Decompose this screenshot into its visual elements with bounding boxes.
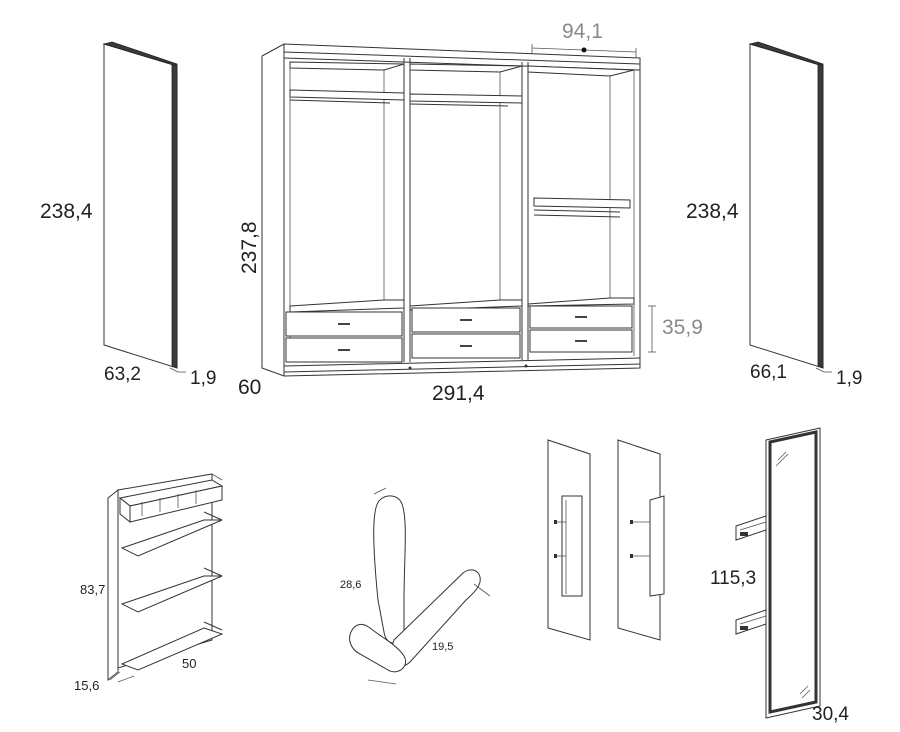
door-panel-right <box>748 41 832 373</box>
rail-panel-right <box>617 439 665 641</box>
door-right-height-label: 238,4 <box>686 200 739 223</box>
mirror-width-label: 30,4 <box>812 704 849 725</box>
wardrobe-body <box>261 43 641 377</box>
hanger-length-label: 28,6 <box>340 579 361 591</box>
drawer-height-dimension <box>648 305 656 353</box>
rail-panel-left <box>547 439 591 641</box>
shoe-rack-depth-label: 15,6 <box>74 678 99 693</box>
drawer-stack <box>285 305 633 363</box>
door-left-height-label: 238,4 <box>40 200 93 223</box>
mirror-height-label: 115,3 <box>710 568 756 589</box>
shoe-rack-width-label: 50 <box>182 656 196 671</box>
shoe-rack <box>107 473 224 683</box>
module-width-dimension <box>531 44 637 58</box>
wardrobe-depth-label: 60 <box>238 376 261 399</box>
door-right-thickness-label: 1,9 <box>836 368 862 389</box>
shoe-rack-height-label: 83,7 <box>80 582 105 597</box>
pull-out-mirror <box>735 427 821 719</box>
door-left-width-label: 63,2 <box>104 364 141 385</box>
door-right-width-label: 66,1 <box>750 362 787 383</box>
module-width-label: 94,1 <box>562 20 603 43</box>
door-left-thickness-label: 1,9 <box>190 368 216 389</box>
hanging-rail <box>289 89 631 218</box>
coat-hanger <box>349 487 491 685</box>
drawer-height-label: 35,9 <box>662 316 703 339</box>
hanger-width-label: 19,5 <box>432 641 453 653</box>
door-panel-left <box>102 41 186 373</box>
wardrobe-height-label: 237,8 <box>238 221 261 274</box>
wardrobe-width-label: 291,4 <box>432 382 485 405</box>
